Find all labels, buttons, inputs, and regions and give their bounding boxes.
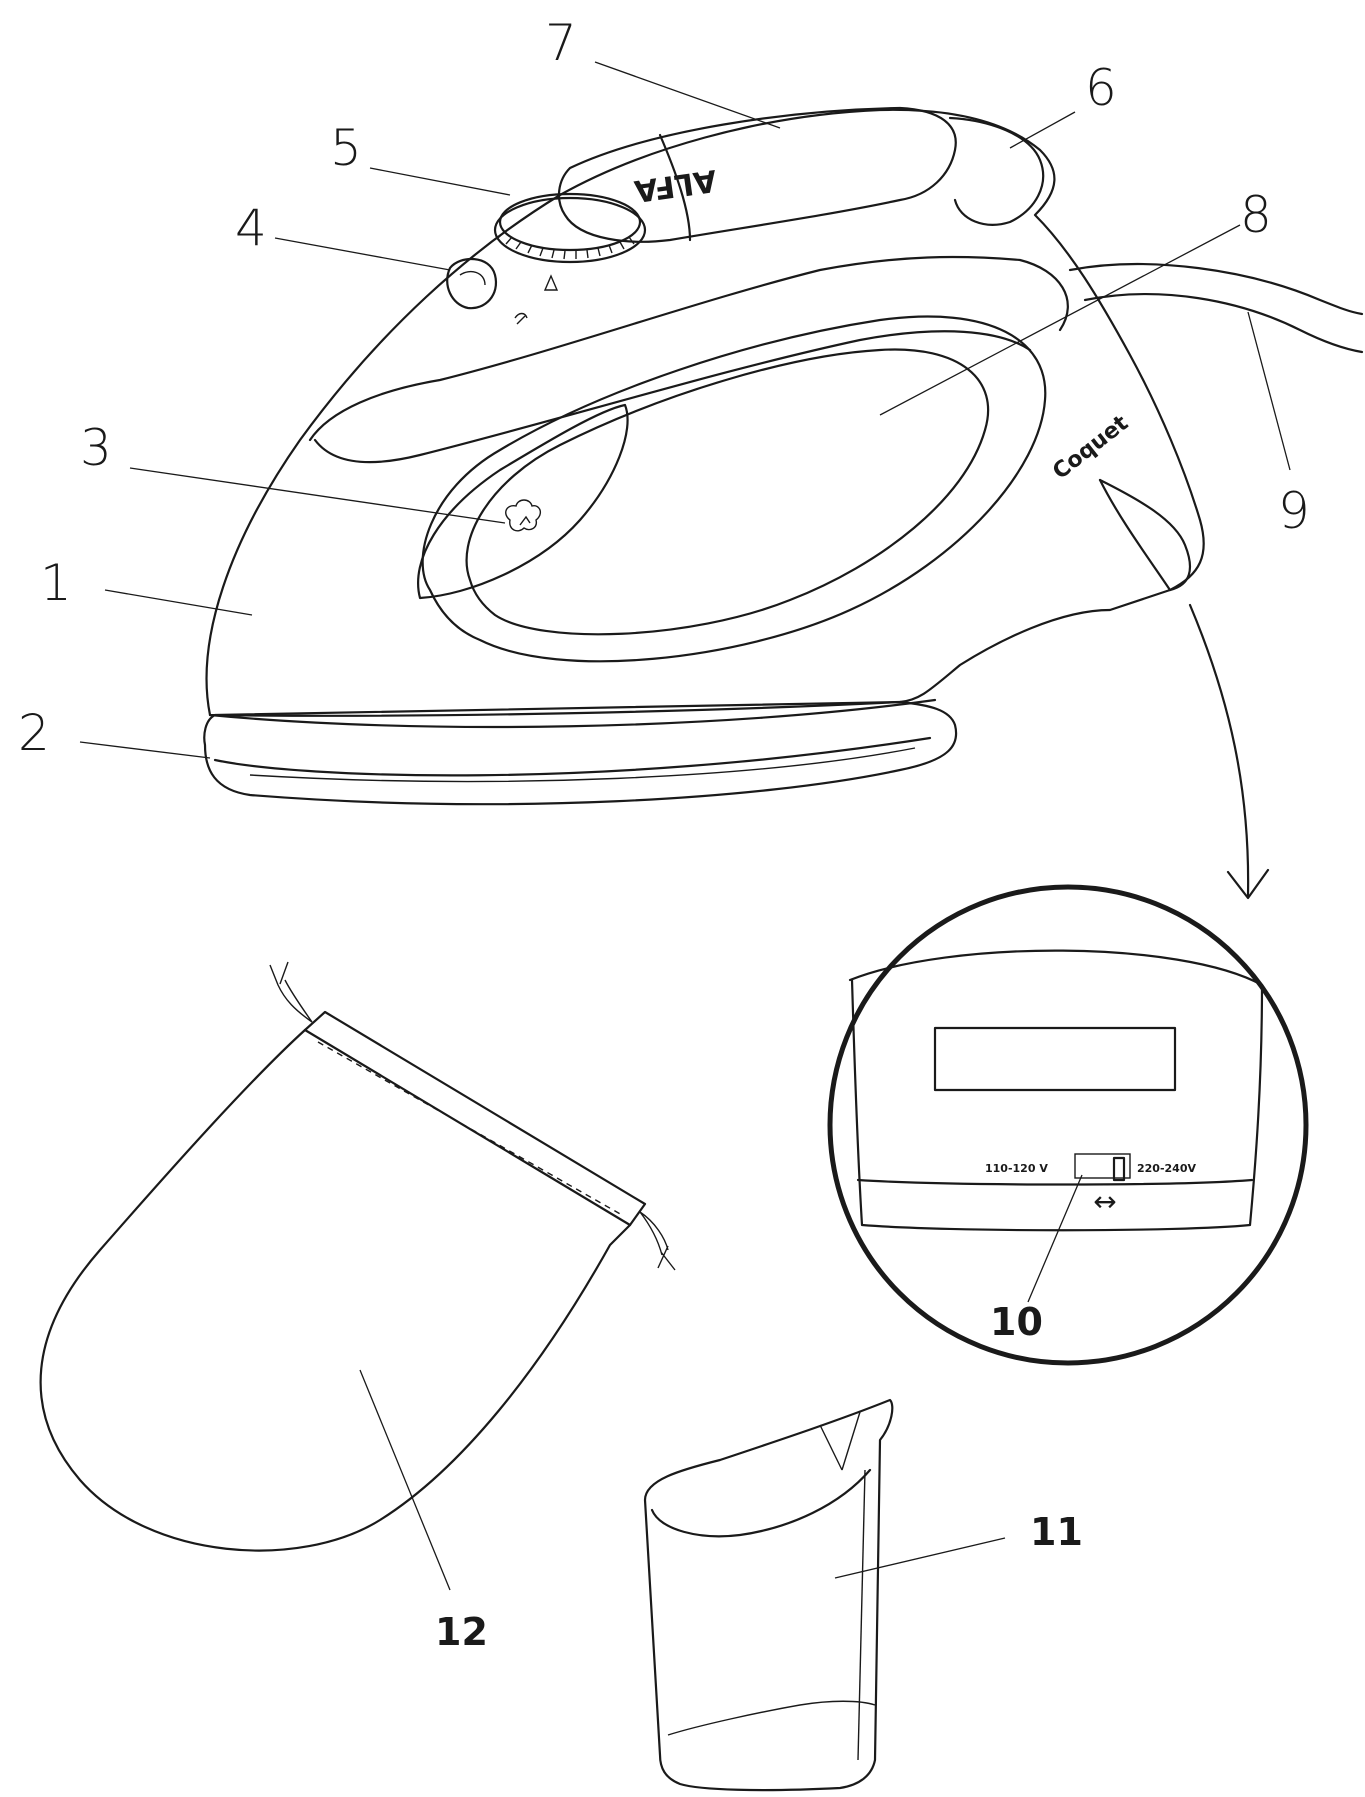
zoom-arrow-line (1188, 603, 1250, 897)
rating-label-plate (933, 1026, 1177, 1092)
voltage-switch-detail: 110-120 V 220-240V ↔ (827, 884, 1309, 1366)
voltage-switch-arrow-icon: ↔ (1093, 1185, 1116, 1218)
model-name-text: Coquet (1048, 410, 1133, 484)
callout-5: 5 (330, 119, 362, 177)
nose-tip (948, 116, 1045, 226)
grip-oval-inner (465, 348, 990, 636)
cup-water-line (667, 1700, 876, 1736)
callout-8: 8 (1240, 186, 1272, 244)
iron-body-illustration: Coquet ALFA (203, 106, 1364, 806)
callout-11: 11 (1030, 1510, 1083, 1554)
cap-divider (658, 133, 692, 242)
steam-button-housing (417, 403, 629, 600)
handle-cavity-top (313, 330, 1032, 464)
water-fill-cap (557, 106, 957, 243)
dry-mode-icon (514, 312, 528, 325)
grip-oval-outer (421, 315, 1047, 663)
drawstring-right (639, 1211, 676, 1271)
handle-top (308, 255, 1069, 442)
voltage-switch-slider (1112, 1156, 1126, 1182)
detail-housing-base (856, 1178, 1254, 1186)
callout-12: 12 (435, 1610, 488, 1654)
voltage-switch-slot (1074, 1153, 1131, 1179)
soleplate-edge (249, 747, 916, 783)
callout-3: 3 (80, 419, 112, 477)
callout-7: 7 (545, 14, 577, 72)
zoom-arrow-head (1226, 868, 1270, 900)
iron-rim (208, 698, 937, 729)
callout-4: 4 (235, 199, 267, 257)
cup-edge-right (857, 1469, 866, 1761)
steam-level-triangle-icon (543, 274, 559, 291)
callout-9: 9 (1278, 482, 1310, 540)
rear-heel (1098, 478, 1192, 592)
storage-bag-illustration (39, 961, 676, 1552)
brand-logo-text: ALFA (631, 162, 718, 208)
callout-2: 2 (18, 704, 50, 762)
steam-icon (505, 499, 542, 532)
iron-shell (205, 108, 1205, 717)
bag-stitch-line (317, 1041, 623, 1216)
voltage-low-label: 110-120 V (985, 1162, 1048, 1175)
temperature-dial (493, 192, 647, 264)
measuring-cup-illustration (643, 1398, 894, 1792)
leader-lines (79, 61, 1291, 1591)
power-cord-lower (1083, 293, 1364, 354)
power-cord-upper (1068, 263, 1364, 316)
drawstring-left (269, 961, 313, 1023)
callout-1: 1 (40, 554, 72, 612)
bag-body (39, 1028, 632, 1552)
bag-hem (303, 1010, 647, 1227)
cup-spout (819, 1411, 861, 1471)
soleplate (203, 700, 958, 806)
soleplate-inner (213, 736, 932, 777)
detail-housing-body (850, 978, 1264, 1232)
cup-rim-inner (650, 1468, 872, 1538)
voltage-high-label: 220-240V (1137, 1162, 1196, 1175)
callout-10: 10 (990, 1300, 1043, 1344)
detail-housing-top (848, 949, 1264, 987)
cup-body (643, 1398, 894, 1792)
rear-heel-seam (1098, 478, 1172, 592)
steam-selector-knob (446, 257, 498, 310)
callout-6: 6 (1085, 59, 1117, 117)
